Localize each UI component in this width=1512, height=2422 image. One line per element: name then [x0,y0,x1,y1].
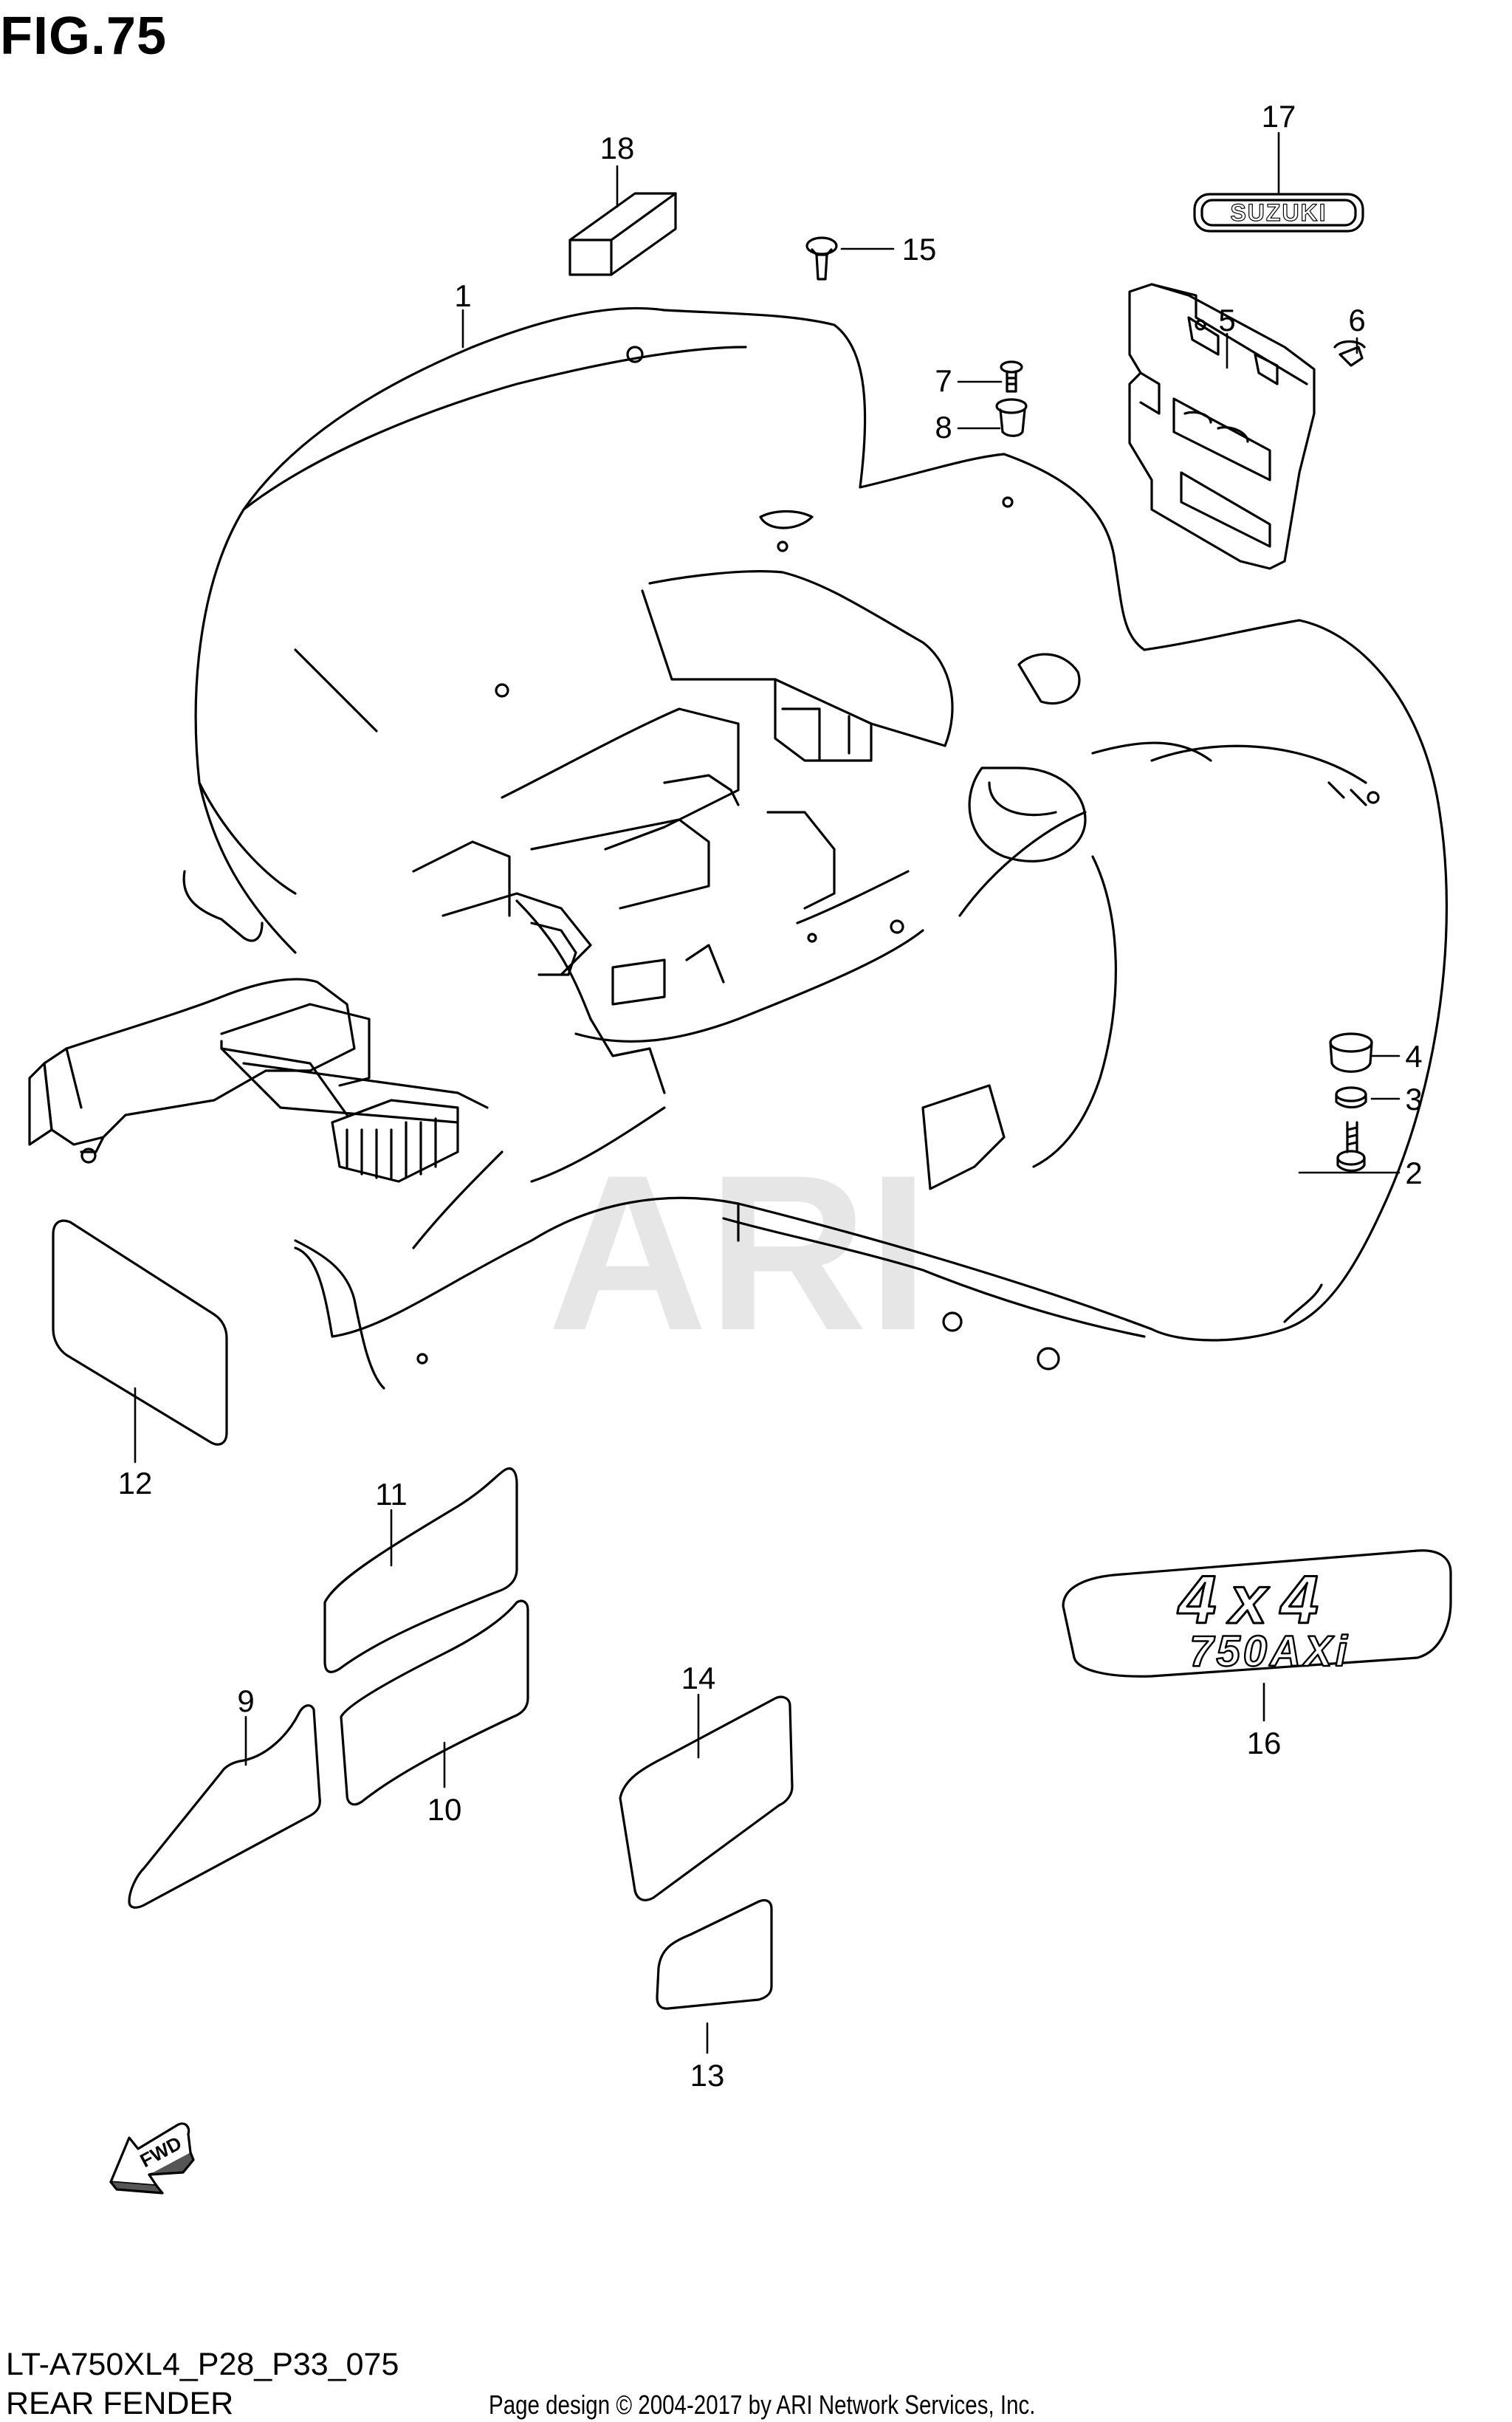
figure-title: FIG.75 [0,7,168,66]
model-code: LT-A750XL4_P28_P33_075 [6,2347,399,2382]
decal-part-9[interactable] [128,1704,321,1909]
copyright-notice: Page design © 2004-2017 by ARI Network S… [489,2390,1036,2420]
decal-part-14[interactable] [619,1695,794,1901]
clip-screw-part-15[interactable] [805,236,838,281]
callout-5: 5 [1218,303,1235,337]
callout-14: 14 [681,1661,716,1695]
callout-2: 2 [1405,1156,1422,1190]
callout-3: 3 [1405,1082,1422,1116]
callout-7: 7 [935,363,952,398]
callout-13: 13 [690,2058,725,2093]
callout-16: 16 [1247,1726,1282,1760]
section-name: REAR FENDER [6,2386,234,2421]
callout-15: 15 [902,232,937,267]
callout-10: 10 [427,1792,462,1827]
callout-11: 11 [375,1477,408,1512]
callout-4: 4 [1405,1039,1422,1074]
bolt-part-2[interactable] [1336,1121,1366,1173]
callout-9: 9 [237,1684,254,1718]
badge-line1-text: 4x4 [1177,1562,1332,1638]
ari-watermark: ARI [548,1128,929,1376]
cushion-part-4[interactable] [1329,1032,1373,1073]
washer-part-3[interactable] [1335,1086,1367,1109]
decal-part-13[interactable] [656,1898,773,2010]
callout-6: 6 [1348,303,1365,337]
leader-lines [134,131,1401,2054]
callout-18: 18 [600,131,635,165]
decal-part-10[interactable] [340,1599,529,1806]
decal-part-11[interactable] [323,1467,518,1673]
nut-part-8[interactable] [995,398,1028,437]
callout-17: 17 [1262,99,1296,134]
screw-part-7[interactable] [1000,360,1023,393]
fwd-direction-arrow-icon: FWD [109,2122,195,2195]
rear-fender-part-1[interactable] [28,306,1449,1390]
callout-numbers: 1 2 3 4 5 6 7 8 9 10 11 12 13 14 15 16 1… [118,99,1423,2093]
badge-decal-part-16[interactable]: 4x4 750AXi [1062,1549,1452,1678]
suzuki-emblem-text: SUZUKI [1230,199,1327,226]
suzuki-emblem-part-17[interactable]: SUZUKI [1193,193,1364,233]
clip-part-6[interactable] [1333,340,1366,367]
callout-12: 12 [118,1466,153,1500]
callout-1: 1 [454,278,471,313]
badge-line2-text: 750AXi [1189,1627,1350,1675]
decal-part-12[interactable] [52,1219,228,1446]
reflector-bracket-part-5[interactable] [1128,283,1316,570]
callout-8: 8 [935,410,952,445]
pad-part-18[interactable] [568,192,677,276]
